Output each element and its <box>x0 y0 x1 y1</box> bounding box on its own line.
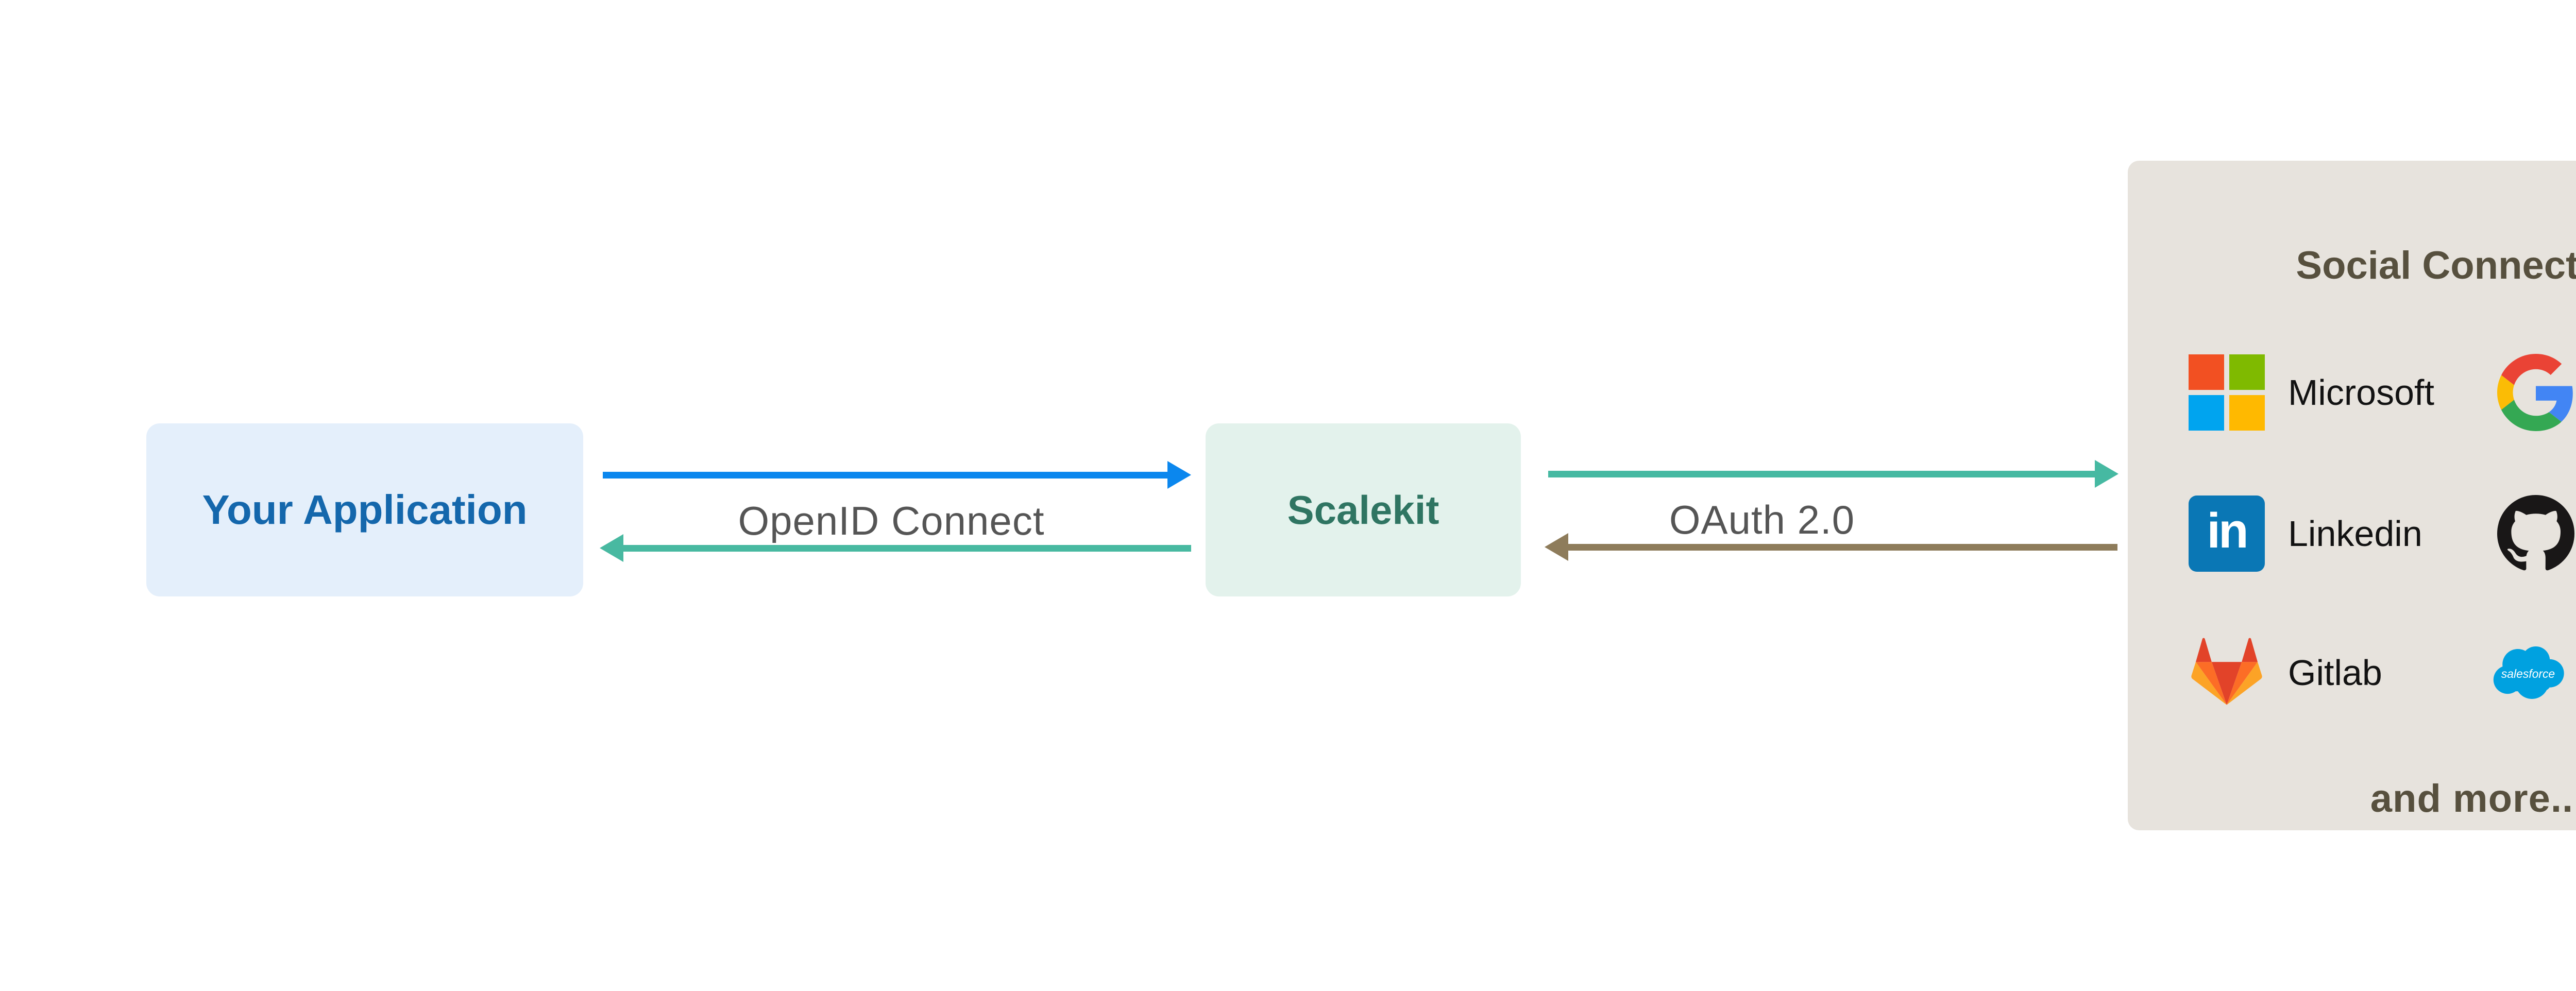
salesforce-icon: salesforce <box>2489 634 2567 711</box>
gitlab-label: Gitlab <box>2288 653 2382 693</box>
github-icon <box>2497 495 2574 572</box>
oauth-return-arrow-icon <box>1545 533 2117 561</box>
microsoft-icon <box>2188 354 2265 431</box>
oauth-forward-arrow-icon <box>1548 460 2119 488</box>
google-icon <box>2497 354 2574 431</box>
microsoft-squares <box>2189 354 2265 431</box>
gitlab-icon <box>2188 634 2265 711</box>
arrow-head-left-icon <box>600 534 623 562</box>
openid-return-arrow-icon <box>600 534 1191 562</box>
linkedin-icon: in <box>2188 495 2265 572</box>
arrow-shaft <box>1568 543 2117 551</box>
arrow-shaft <box>603 471 1167 479</box>
connection-item-microsoft: Microsoft <box>2188 354 2434 431</box>
oauth-label: OAuth 2.0 <box>1669 497 1855 542</box>
your-application-node: Your Application <box>146 423 583 596</box>
scalekit-node: Scalekit <box>1206 423 1521 596</box>
connection-item-gitlab: Gitlab <box>2188 634 2382 711</box>
connection-item-github: Github <box>2497 495 2576 572</box>
arrow-shaft <box>623 544 1191 552</box>
connection-item-google: Google <box>2497 354 2576 431</box>
connection-item-linkedin: in Linkedin <box>2188 495 2422 572</box>
linkedin-label: Linkedin <box>2288 514 2422 554</box>
social-connections-title: Social Connections <box>2296 244 2576 287</box>
connection-item-salesforce: salesforce Salesforce <box>2489 634 2576 711</box>
salesforce-wordmark: salesforce <box>2501 667 2555 680</box>
openid-forward-arrow-icon <box>603 461 1191 489</box>
linkedin-badge: in <box>2189 496 2265 572</box>
arrow-head-left-icon <box>1545 533 1568 561</box>
scalekit-label: Scalekit <box>1287 487 1439 533</box>
your-application-label: Your Application <box>202 487 528 533</box>
microsoft-label: Microsoft <box>2288 372 2434 413</box>
social-connections-panel: Social Connections Microsoft <box>2128 161 2576 830</box>
arrow-head-right-icon <box>1167 461 1191 489</box>
arrow-shaft <box>1548 470 2095 477</box>
arrow-head-right-icon <box>2095 460 2119 488</box>
and-more-text: and more... <box>2370 777 2576 821</box>
openid-connect-label: OpenID Connect <box>738 498 1045 543</box>
